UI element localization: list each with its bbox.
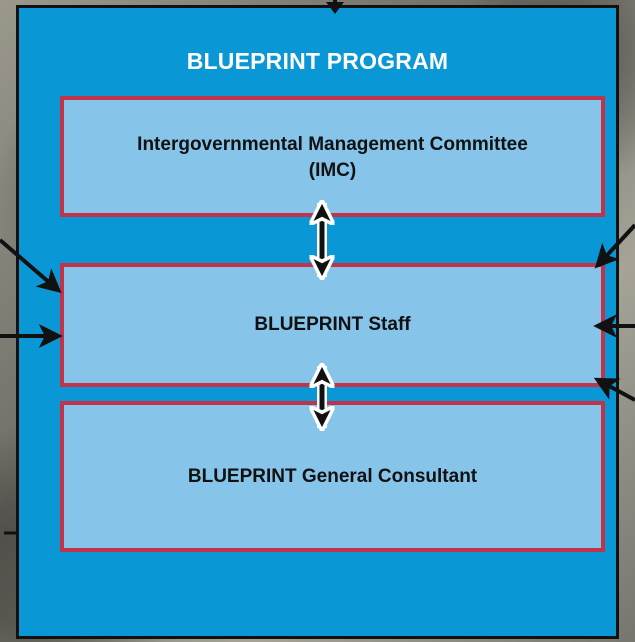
imc-label-line1: Intergovernmental Management Committee [137, 133, 528, 155]
consultant-label: BLUEPRINT General Consultant [187, 465, 478, 487]
imc-node: Intergovernmental Management Committee (… [60, 96, 605, 217]
program-title: BLUEPRINT PROGRAM [186, 48, 449, 74]
staff-label: BLUEPRINT Staff [254, 314, 411, 336]
imc-label-line2: (IMC) [308, 159, 357, 181]
staff-node: BLUEPRINT Staff [60, 263, 605, 387]
consultant-node: BLUEPRINT General Consultant [60, 401, 605, 552]
